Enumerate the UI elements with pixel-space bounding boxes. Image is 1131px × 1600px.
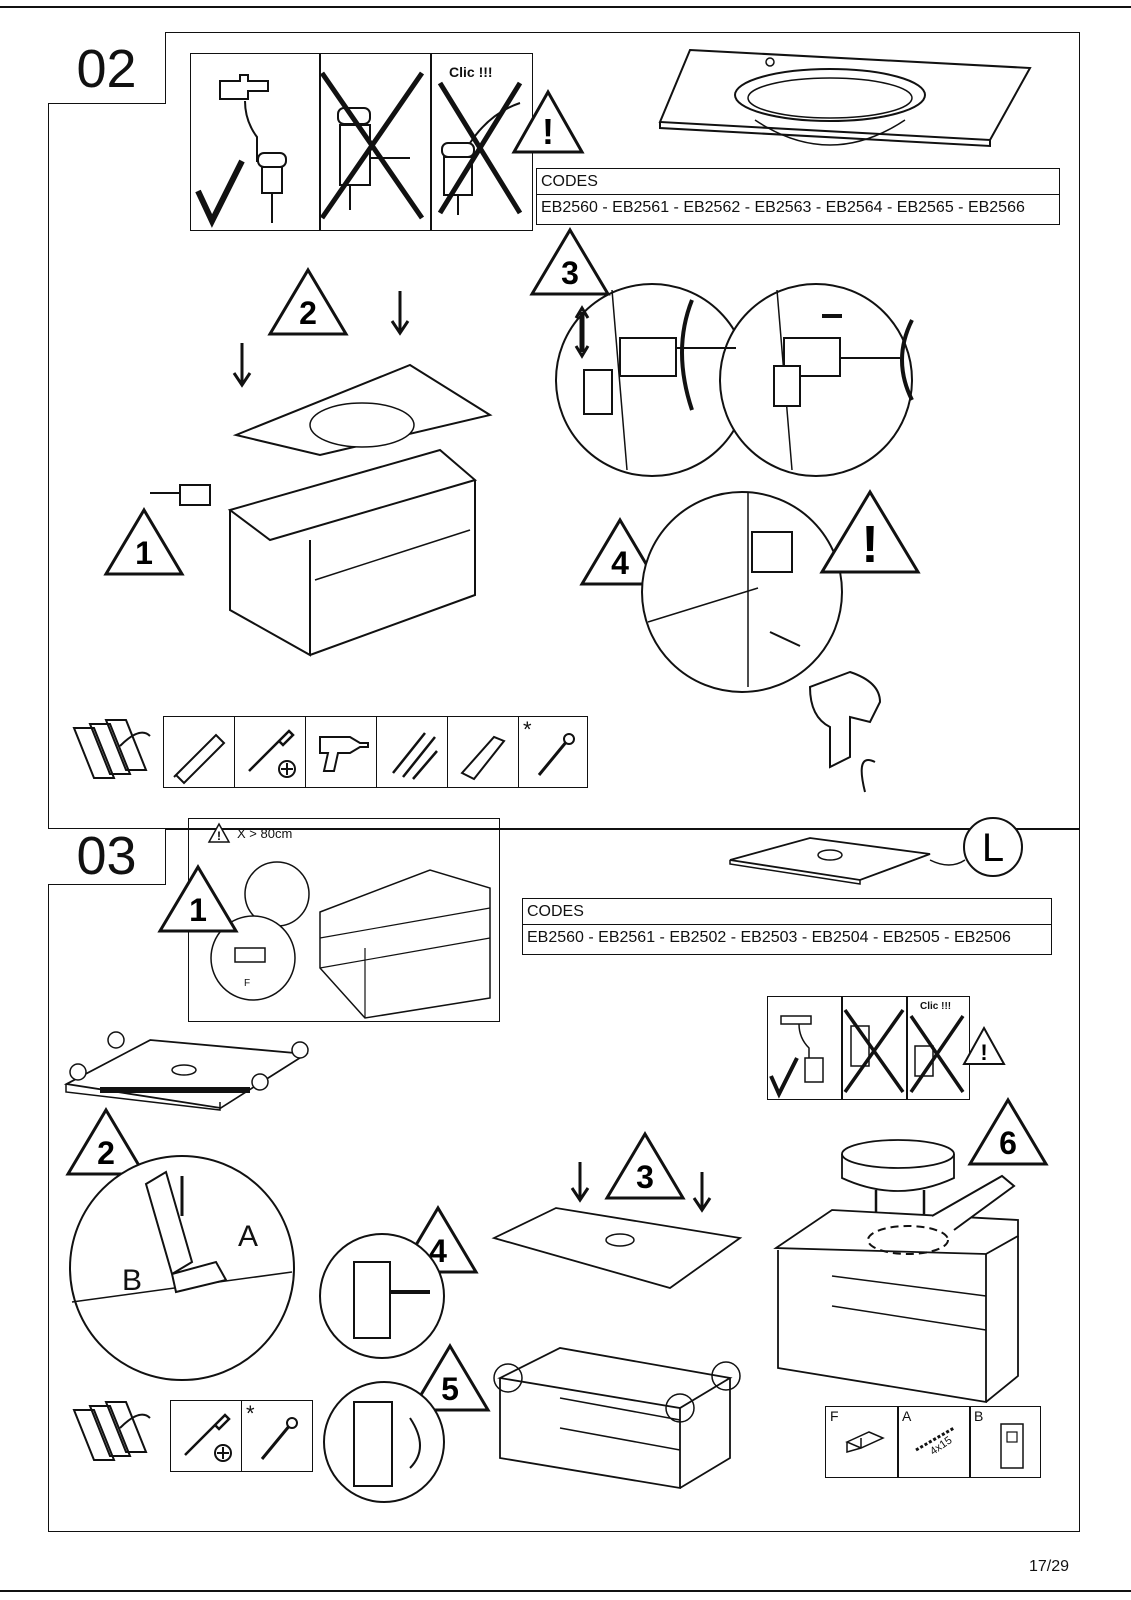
faucet-panel-03 xyxy=(767,996,970,1100)
screwdriver-icon xyxy=(184,1413,232,1462)
bracket-b-icon xyxy=(1000,1423,1024,1469)
step-4-triangle: 4 xyxy=(579,517,661,586)
step-1-triangle-03: 1 xyxy=(157,864,239,933)
cutter-icon xyxy=(460,735,506,781)
drill-detail-icon xyxy=(641,491,882,793)
tool-screw-03: * xyxy=(241,1400,313,1472)
step-6-triangle-03: 6 xyxy=(967,1097,1049,1166)
warning-large-icon: ! xyxy=(819,489,921,574)
codes-table-02: CODES EB2560 - EB2561 - EB2562 - EB2563 … xyxy=(536,168,1060,225)
bracket-screw-detail-icon xyxy=(319,1233,445,1359)
tool-screwdriver-03 xyxy=(170,1400,242,1472)
detail-label-a: A xyxy=(238,1220,259,1253)
warning-icon-03: ! xyxy=(962,1025,1006,1065)
codes-header: CODES xyxy=(537,169,1059,195)
svg-text:!: ! xyxy=(980,1040,987,1065)
tool-cutter xyxy=(447,716,519,788)
part-label-b: B xyxy=(974,1408,984,1424)
faucet-small-illustration-icon xyxy=(769,1008,965,1099)
part-label-f: F xyxy=(830,1408,839,1424)
step-3-hinge-detail-icon xyxy=(555,283,914,477)
tool-asterisk: * xyxy=(246,1401,255,1426)
washbasin-top-icon xyxy=(658,48,1032,148)
cabinet-assembly-03-icon xyxy=(491,1162,743,1490)
step-2-triangle: 2 xyxy=(267,267,349,336)
codes-table-03: CODES EB2560 - EB2561 - EB2502 - EB2503 … xyxy=(522,898,1052,955)
section-03-number: 03 xyxy=(48,829,166,885)
caulking-gun-icon xyxy=(173,733,226,785)
cabinet-assembly-02-icon xyxy=(150,291,493,657)
faucet-illustration-icon xyxy=(195,71,523,228)
note-x-80cm: X > 80cm xyxy=(237,826,293,841)
panel-l-icon xyxy=(729,837,966,885)
step-3-triangle: 3 xyxy=(529,227,611,296)
tool-asterisk: * xyxy=(523,717,532,742)
parts-box xyxy=(825,1406,1041,1478)
svg-text:3: 3 xyxy=(561,255,579,291)
tool-screwdriver xyxy=(234,716,306,788)
step-1-triangle: 1 xyxy=(103,507,185,576)
tool-drill-bits xyxy=(376,716,448,788)
bracket-rotate-detail-icon xyxy=(323,1381,445,1503)
section-02-number: 02 xyxy=(48,32,166,104)
vessel-sink-assembly-icon xyxy=(773,1139,1019,1404)
detail-label-f: F xyxy=(244,978,251,989)
faucet-panel-divider xyxy=(430,53,432,231)
faucet-panel-divider xyxy=(906,996,908,1100)
codes-header: CODES xyxy=(523,899,1051,925)
drill-bits-icon xyxy=(392,732,438,780)
svg-text:!: ! xyxy=(542,111,554,152)
screw-icon xyxy=(537,733,575,776)
corner-bracket-detail-icon xyxy=(69,1155,295,1381)
codes-values: EB2560 - EB2561 - EB2562 - EB2563 - EB25… xyxy=(541,199,1025,216)
svg-text:1: 1 xyxy=(135,535,153,571)
codes-values: EB2560 - EB2561 - EB2502 - EB2503 - EB25… xyxy=(527,929,1011,946)
step-2-triangle-03: 2 xyxy=(65,1107,147,1176)
faucet-panel-divider xyxy=(319,53,321,231)
faucet-panel-divider xyxy=(841,996,843,1100)
svg-text:2: 2 xyxy=(299,295,317,331)
screw-a-icon xyxy=(915,1426,955,1452)
part-label-a: A xyxy=(902,1408,912,1424)
panel-corners-icon xyxy=(63,1031,309,1111)
page-number: 17/29 xyxy=(1028,1558,1069,1575)
svg-text:3: 3 xyxy=(636,1159,654,1195)
instruction-frame xyxy=(48,32,1080,1532)
drill-icon xyxy=(319,736,369,772)
parts-box-divider xyxy=(897,1406,899,1478)
svg-text:6: 6 xyxy=(999,1125,1017,1161)
tool-caulking-gun xyxy=(163,716,235,788)
screw-icon xyxy=(260,1417,298,1460)
click-label-02: Clic !!! xyxy=(449,64,493,80)
tool-box-icon xyxy=(72,719,151,779)
parts-box-divider xyxy=(969,1406,971,1478)
tool-drill xyxy=(305,716,377,788)
svg-text:1: 1 xyxy=(189,892,207,928)
section-divider xyxy=(48,828,1080,830)
circle-label-l: L xyxy=(963,817,1023,877)
tool-box-icon-03 xyxy=(72,1401,151,1461)
click-label-03: Clic !!! xyxy=(920,1001,952,1012)
detail-label-b: B xyxy=(122,1264,143,1297)
page-top-rule xyxy=(0,6,1131,8)
bracket-f-icon xyxy=(845,1431,885,1453)
svg-text:!: ! xyxy=(217,829,221,843)
step-1-detail-icon xyxy=(210,861,491,1019)
svg-text:2: 2 xyxy=(97,1135,115,1171)
warning-icon: ! xyxy=(511,88,585,154)
svg-text:5: 5 xyxy=(441,1371,459,1407)
step-3-triangle-03: 3 xyxy=(604,1131,686,1200)
screwdriver-icon xyxy=(248,729,296,778)
warning-small-icon: ! xyxy=(207,822,231,843)
svg-text:!: ! xyxy=(861,516,878,574)
svg-text:4: 4 xyxy=(611,545,629,581)
page-bottom-rule xyxy=(0,1590,1131,1592)
tool-screw: * xyxy=(518,716,588,788)
svg-text:L: L xyxy=(982,826,1004,870)
step-5-triangle-03: 5 xyxy=(409,1343,491,1412)
